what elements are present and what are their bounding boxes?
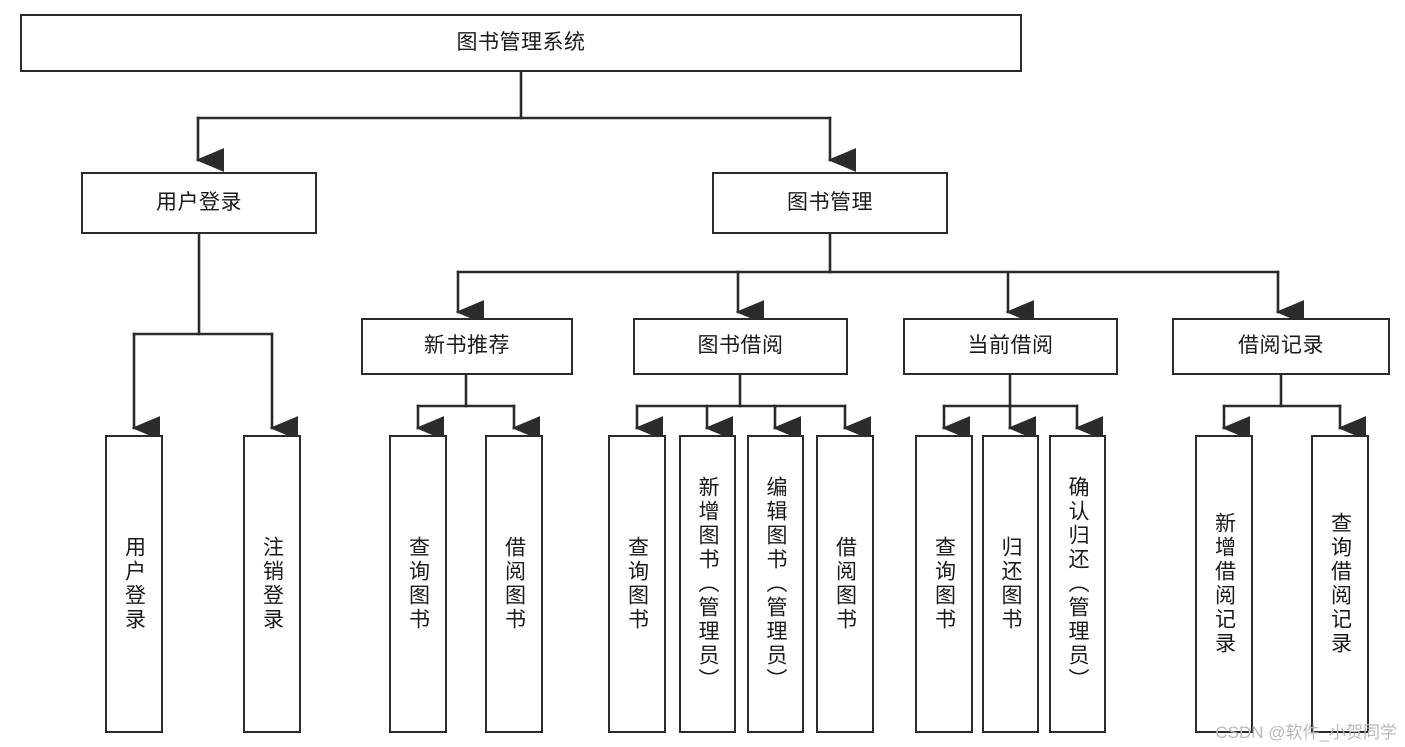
- node-new-book-rec-label: 新书推荐: [424, 334, 510, 358]
- node-root[interactable]: 图书管理系统: [20, 14, 1022, 72]
- node-leaf-user-login-label: 用户登录: [122, 536, 146, 632]
- node-leaf-edit-book[interactable]: 编辑图书（管理员）: [747, 435, 804, 733]
- node-leaf-borrow-book[interactable]: 借阅图书: [816, 435, 874, 733]
- node-leaf-rec-borrow-label: 借阅图书: [502, 536, 526, 632]
- node-book-manage[interactable]: 图书管理: [712, 172, 948, 234]
- node-leaf-query-record[interactable]: 查询借阅记录: [1311, 435, 1369, 733]
- node-leaf-query-record-label: 查询借阅记录: [1328, 512, 1352, 656]
- node-current-borrow-label: 当前借阅: [967, 334, 1054, 358]
- node-leaf-cur-query[interactable]: 查询图书: [915, 435, 973, 733]
- node-root-label: 图书管理系统: [456, 30, 586, 54]
- node-borrow-record-label: 借阅记录: [1238, 334, 1324, 358]
- node-leaf-edit-book-label: 编辑图书（管理员）: [764, 476, 787, 692]
- node-leaf-rec-query[interactable]: 查询图书: [389, 435, 447, 733]
- node-leaf-rec-borrow[interactable]: 借阅图书: [485, 435, 543, 733]
- node-book-borrow-label: 图书借阅: [697, 334, 784, 358]
- node-borrow-record[interactable]: 借阅记录: [1172, 318, 1390, 375]
- node-leaf-confirm-return-label: 确认归还（管理员）: [1066, 476, 1089, 692]
- node-leaf-return-book-label: 归还图书: [999, 536, 1022, 632]
- node-leaf-confirm-return[interactable]: 确认归还（管理员）: [1049, 435, 1106, 733]
- node-new-book-rec[interactable]: 新书推荐: [361, 318, 573, 375]
- node-leaf-add-book[interactable]: 新增图书（管理员）: [679, 435, 736, 733]
- node-leaf-user-login[interactable]: 用户登录: [105, 435, 163, 733]
- node-leaf-cur-query-label: 查询图书: [932, 536, 956, 632]
- node-user-login-label: 用户登录: [156, 190, 242, 214]
- node-leaf-logout[interactable]: 注销登录: [243, 435, 301, 733]
- node-leaf-add-record[interactable]: 新增借阅记录: [1195, 435, 1253, 733]
- node-current-borrow[interactable]: 当前借阅: [903, 318, 1118, 375]
- node-leaf-return-book[interactable]: 归还图书: [982, 435, 1039, 733]
- node-user-login[interactable]: 用户登录: [81, 172, 317, 234]
- node-leaf-logout-label: 注销登录: [260, 536, 284, 632]
- node-leaf-borrow-query-label: 查询图书: [625, 536, 649, 632]
- node-book-manage-label: 图书管理: [787, 190, 873, 214]
- node-leaf-add-record-label: 新增借阅记录: [1212, 512, 1236, 656]
- node-leaf-rec-query-label: 查询图书: [406, 536, 430, 632]
- node-leaf-borrow-book-label: 借阅图书: [833, 536, 857, 632]
- node-leaf-borrow-query[interactable]: 查询图书: [608, 435, 666, 733]
- node-book-borrow[interactable]: 图书借阅: [633, 318, 848, 375]
- node-leaf-add-book-label: 新增图书（管理员）: [696, 476, 719, 692]
